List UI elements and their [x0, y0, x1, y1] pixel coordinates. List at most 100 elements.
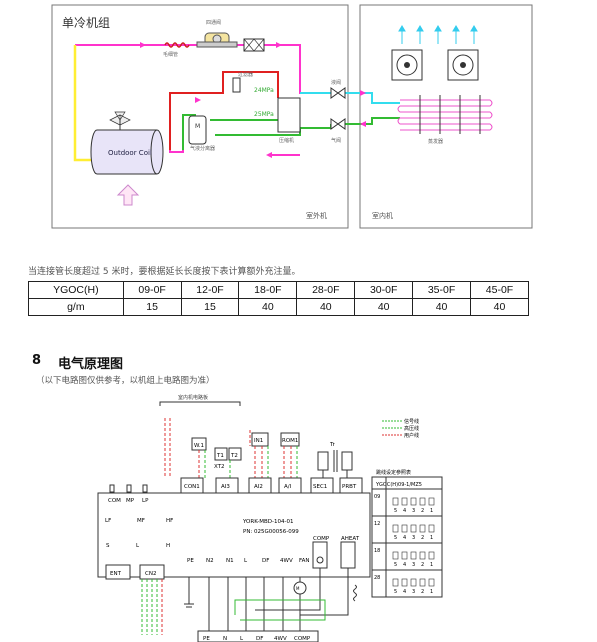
dashed-wires-bottom — [141, 579, 158, 635]
four-way-valve: 四通阀 — [196, 19, 238, 48]
svg-text:高压线: 高压线 — [404, 425, 419, 432]
capillary-coil — [164, 42, 190, 48]
section-title: 电气原理图 — [58, 357, 124, 372]
svg-text:2: 2 — [421, 589, 424, 595]
svg-text:28: 28 — [374, 575, 380, 581]
svg-text:3: 3 — [412, 508, 415, 514]
pressure-label-2: 25MPa — [254, 111, 274, 118]
connector-ent: ENT — [105, 564, 131, 580]
table-cell: 40 — [470, 298, 529, 316]
svg-text:N: N — [223, 636, 227, 642]
svg-text:3: 3 — [412, 535, 415, 541]
part-xt2: XT2 — [214, 464, 225, 470]
svg-text:09: 09 — [374, 494, 380, 500]
compressor-icon: 压缩机 — [277, 97, 301, 144]
board-pn: PN: 025G00056-099 — [243, 529, 299, 535]
svg-text:4: 4 — [403, 562, 406, 568]
heater-coil-icon — [353, 584, 357, 602]
svg-text:跳线设定参照表: 跳线设定参照表 — [376, 469, 411, 476]
svg-text:MF: MF — [137, 518, 145, 524]
svg-text:T1: T1 — [216, 453, 224, 459]
part-t1: T1 — [214, 447, 228, 461]
outdoor-unit-label: 室外机 — [306, 211, 327, 220]
svg-text:用户线: 用户线 — [404, 432, 419, 439]
connector-ai: A/I — [278, 477, 302, 494]
board-title: YORK-MBD-104-01 — [242, 519, 293, 525]
connector-prbt: PRBT — [339, 477, 363, 494]
svg-text:1: 1 — [430, 535, 433, 541]
svg-text:PRBT: PRBT — [342, 484, 357, 490]
flow-arrows — [140, 42, 366, 158]
svg-text:L: L — [244, 558, 248, 564]
svg-text:气阀: 气阀 — [331, 137, 341, 144]
part-t2: T2 — [228, 447, 242, 461]
outdoor-unit-title: 单冷机组 — [62, 16, 110, 30]
table-row: g/m 15 15 40 40 40 40 40 — [28, 298, 529, 316]
svg-text:1: 1 — [430, 508, 433, 514]
svg-text:COMP: COMP — [294, 636, 311, 642]
table-cell: 40 — [354, 298, 414, 316]
svg-text:AI2: AI2 — [254, 484, 263, 490]
svg-text:信号线: 信号线 — [404, 418, 419, 425]
svg-text:N1: N1 — [226, 558, 234, 564]
svg-text:4WV: 4WV — [274, 636, 287, 642]
svg-text:四通阀: 四通阀 — [206, 19, 221, 26]
table-cell: 40 — [296, 298, 356, 316]
terminal-labels: PE N2 N1 L DF 4WV FAN — [187, 558, 310, 564]
gas-valve-icon: 气阀 — [330, 118, 346, 144]
svg-text:L: L — [136, 543, 140, 549]
svg-text:M: M — [195, 123, 200, 130]
svg-text:N2: N2 — [206, 558, 214, 564]
pipe-yellow — [73, 45, 93, 162]
outdoor-coil: Outdoor Coil — [90, 129, 164, 175]
svg-text:ROM1: ROM1 — [282, 438, 298, 444]
svg-text:YGOC(H)09-1/MZ5: YGOC(H)09-1/MZ5 — [375, 482, 422, 488]
left-board-labels: COM MP LP LF MF HF S L H — [105, 484, 173, 549]
svg-text:MP: MP — [126, 498, 135, 504]
svg-text:L: L — [240, 636, 244, 642]
indoor-fan-icon-2 — [447, 49, 479, 81]
indoor-evaporator-coil — [397, 95, 493, 134]
connector-ai3: AI3 — [215, 477, 239, 494]
section-subtitle: （以下电路图仅供参考，以机组上电路图为准） — [36, 376, 215, 386]
wire-legend: 信号线 高压线 用户线 — [382, 418, 419, 439]
extra-charge-note: 当连接管长度超过 5 米时，要根据延长长度按下表计算额外充注量。 — [28, 267, 301, 277]
svg-text:Outdoor Coil: Outdoor Coil — [108, 149, 152, 157]
svg-text:DF: DF — [262, 558, 269, 564]
table-cell: 40 — [238, 298, 298, 316]
table-cell: 28-0F — [296, 281, 356, 299]
comp-relay: COMP — [312, 536, 330, 569]
table-cell: 18-0F — [238, 281, 298, 299]
svg-text:COMP: COMP — [313, 536, 330, 542]
pipe-cyan — [345, 92, 400, 104]
evaporator-label: 蒸发器 — [428, 138, 443, 145]
svg-text:M: M — [296, 586, 300, 591]
svg-text:压缩机: 压缩机 — [279, 137, 294, 144]
svg-text:2: 2 — [421, 508, 424, 514]
indoor-unit-label: 室内机 — [372, 211, 393, 220]
pipe-red — [169, 71, 279, 150]
svg-text:Tr: Tr — [329, 442, 336, 448]
svg-text:HF: HF — [166, 518, 173, 524]
part-in1: IN1 — [251, 432, 269, 447]
indoor-unit-frame — [359, 4, 533, 229]
svg-text:H: H — [166, 543, 170, 549]
svg-text:ENT: ENT — [110, 571, 122, 577]
main-board — [97, 492, 371, 578]
bottom-terminal-block: PE N L DF 4WV COMP — [197, 630, 319, 642]
green-wire-loop — [234, 599, 326, 621]
table-cell: YGOC(H) — [28, 281, 124, 299]
outdoor-unit-frame — [51, 4, 349, 229]
table-cell: 15 — [122, 298, 182, 316]
svg-text:3: 3 — [412, 562, 415, 568]
svg-text:S: S — [106, 543, 110, 549]
svg-text:液阀: 液阀 — [331, 79, 341, 86]
table-cell: 12-0F — [180, 281, 240, 299]
aheat-relay: AHEAT — [340, 536, 360, 569]
transformer-icon: Tr — [317, 442, 353, 472]
connector-con1: CON1 — [180, 477, 204, 494]
svg-text:5: 5 — [394, 508, 397, 514]
table-cell: 09-0F — [122, 281, 182, 299]
pipe-magenta-top — [75, 44, 331, 94]
table-cell: 15 — [180, 298, 240, 316]
